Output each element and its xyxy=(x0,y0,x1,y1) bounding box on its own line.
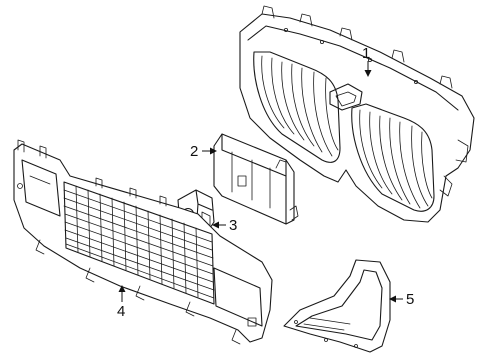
callout-1: 1 xyxy=(362,45,372,77)
callout-4: 4 xyxy=(117,285,126,320)
callout-2: 2 xyxy=(190,143,217,160)
part-4-lower-grille xyxy=(13,139,273,345)
callout-label-4: 4 xyxy=(117,303,125,320)
part-1-upper-grille xyxy=(239,5,475,223)
callout-label-3: 3 xyxy=(229,217,237,234)
callout-3: 3 xyxy=(212,217,237,234)
part-2-bracket-plate xyxy=(213,133,299,225)
part-5-side-bezel xyxy=(283,259,391,353)
callout-label-5: 5 xyxy=(406,291,414,308)
callout-label-2: 2 xyxy=(190,143,198,160)
callout-label-1: 1 xyxy=(362,45,370,62)
callout-5: 5 xyxy=(389,291,414,308)
